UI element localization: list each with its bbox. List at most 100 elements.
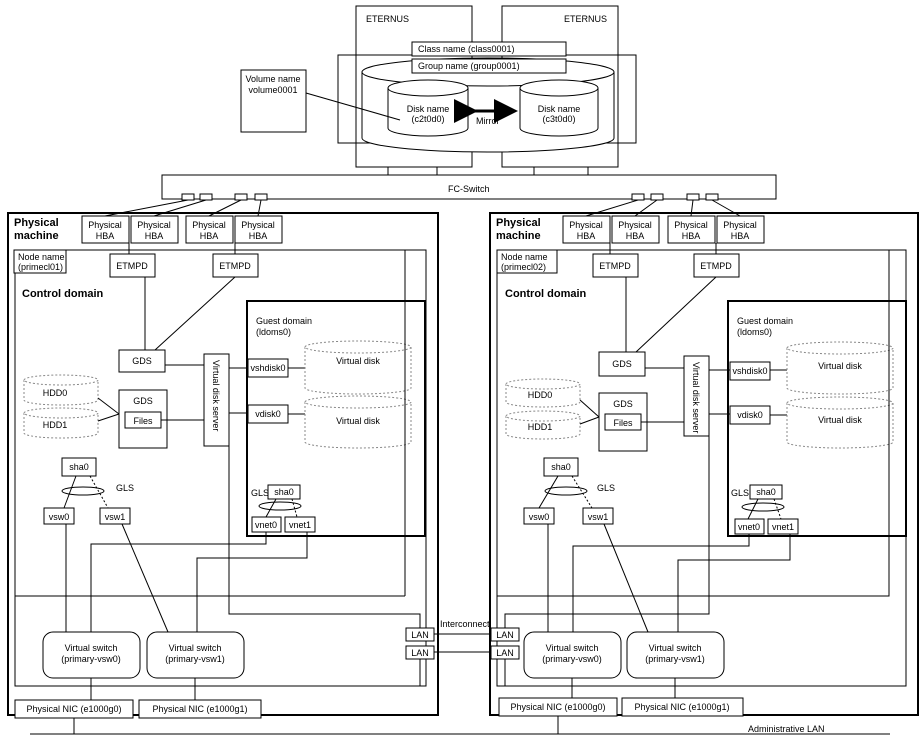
machine-1-control-sha0 <box>61 457 97 477</box>
machine-1-etmpd-1 <box>109 253 156 278</box>
hba-label: Physical <box>241 220 275 230</box>
lan-label: LAN <box>411 648 429 658</box>
fc-switch-label: FC-Switch <box>448 184 490 194</box>
machine-1-hba-1 <box>81 215 130 244</box>
node-name-value: (primecl01) <box>18 262 63 272</box>
hba-label: Physical <box>137 220 171 230</box>
vsw-label: vsw1 <box>105 512 126 522</box>
hba-label: HBA <box>682 231 701 241</box>
machine-2-virtual-disk-server <box>683 355 710 437</box>
machine-2-nic-1 <box>621 697 744 717</box>
vsw-label: vsw0 <box>49 512 70 522</box>
gls-label: GLS <box>731 488 749 498</box>
volume-name-value: volume0001 <box>248 85 297 95</box>
machine-1-title-line2: machine <box>14 230 59 242</box>
virtual-disk-server-label: Virtual disk server <box>211 360 221 431</box>
machine-1-hba-2 <box>130 215 179 244</box>
machine-2-hdd1 <box>505 410 581 422</box>
machine-1-control-domain-label: Control domain <box>22 288 104 300</box>
machine-2-virtual-disk-1 <box>786 341 894 355</box>
machine-1-hdd1 <box>23 407 99 419</box>
eternus-left-label: ETERNUS <box>366 14 409 24</box>
disk-left-cylinder <box>387 88 469 137</box>
machine-1-guest-domain <box>246 300 426 537</box>
machine-1-virtual-disk-server <box>203 353 230 447</box>
virtual-disk-label: Virtual disk <box>818 361 862 371</box>
hba-label: Physical <box>88 220 122 230</box>
guest-domain-id: (ldoms0) <box>737 327 772 337</box>
gds-label: GDS <box>612 359 632 369</box>
administrative-lan-label: Administrative LAN <box>748 724 825 734</box>
machine-2-hdd0 <box>505 378 581 390</box>
eternus-right-label: ETERNUS <box>564 14 607 24</box>
administrative-lan: Administrative LAN <box>30 716 890 735</box>
disk-left-top <box>387 79 469 97</box>
hba-label: Physical <box>674 220 708 230</box>
machine-2-hba-2 <box>611 215 660 244</box>
machine-2-guest-sha0 <box>749 484 783 500</box>
machine-1-virtual-disk-1 <box>304 340 412 354</box>
group-name-label: Group name (group0001) <box>418 61 520 71</box>
volume-name-label: Volume name <box>245 74 300 84</box>
sha-label: sha0 <box>551 462 571 472</box>
hdd-label: HDD1 <box>43 420 68 430</box>
vsw-label: vsw0 <box>529 512 550 522</box>
class-name-label: Class name (class0001) <box>418 44 515 54</box>
gls-label: GLS <box>251 488 269 498</box>
disk-right-top <box>519 79 599 97</box>
machine-2-vshdisk0 <box>729 361 771 381</box>
machine-1-hba-4 <box>234 215 283 244</box>
hba-label: HBA <box>577 231 596 241</box>
volume-name-box <box>240 69 307 133</box>
nic-label: Physical NIC (e1000g1) <box>152 704 247 714</box>
gds-label: GDS <box>133 396 153 406</box>
machine-2-hba-3 <box>667 215 716 244</box>
lan-label: LAN <box>496 648 514 658</box>
machine-2-virtual-disk-2 <box>786 396 894 410</box>
virtual-switch-id: (primary-vsw1) <box>645 654 705 664</box>
virtual-switch-id: (primary-vsw0) <box>542 654 602 664</box>
virtual-switch-label: Virtual switch <box>65 643 118 653</box>
lan-label: LAN <box>496 630 514 640</box>
machine-2-title-line2: machine <box>496 230 541 242</box>
machine-1-vnet1 <box>284 516 316 533</box>
mirror-label: Mirror <box>476 116 500 126</box>
vnet-label: vnet0 <box>255 520 277 530</box>
machine-1-vsw0 <box>43 507 75 525</box>
virtual-switch-label: Virtual switch <box>649 643 702 653</box>
vnet-label: vnet0 <box>738 522 760 532</box>
sha-label: sha0 <box>274 487 294 497</box>
physical-machine-1: Physical machine Physical HBA Physical H… <box>7 212 439 719</box>
disk-right-name: Disk name <box>538 104 581 114</box>
nic-label: Physical NIC (e1000g0) <box>510 702 605 712</box>
interconnect-label: Interconnect <box>440 619 490 629</box>
disk-left-id: (c2t0d0) <box>411 114 444 124</box>
hba-label: Physical <box>723 220 757 230</box>
vsw-label: vsw1 <box>588 512 609 522</box>
machine-1-nic-1 <box>138 699 262 719</box>
etmpd-label: ETMPD <box>219 261 251 271</box>
machine-2-vsw0 <box>523 507 555 525</box>
guest-domain-label: Guest domain <box>737 316 793 326</box>
hdd-label: HDD1 <box>528 422 553 432</box>
vnet-label: vnet1 <box>772 522 794 532</box>
virtual-disk-label: Virtual disk <box>818 415 862 425</box>
virtual-disk-label: Virtual disk <box>336 416 380 426</box>
hba-label: HBA <box>200 231 219 241</box>
machine-2-etmpd-1 <box>592 253 639 278</box>
sha-label: sha0 <box>756 487 776 497</box>
hba-label: HBA <box>145 231 164 241</box>
nic-label: Physical NIC (e1000g1) <box>634 702 729 712</box>
machine-2-vnet1 <box>767 518 799 535</box>
disk-left-name: Disk name <box>407 104 450 114</box>
machine-2-control-sha0 <box>543 457 579 477</box>
machine-2-control-domain-label: Control domain <box>505 288 587 300</box>
files-label: Files <box>133 416 153 426</box>
gls-label: GLS <box>116 483 134 493</box>
hdd-label: HDD0 <box>43 388 68 398</box>
volume-pointer <box>305 92 401 121</box>
nic-label: Physical NIC (e1000g0) <box>26 704 121 714</box>
machine-2-etmpd-2 <box>693 253 740 278</box>
group-name-box <box>411 58 567 74</box>
hba-label: Physical <box>192 220 226 230</box>
